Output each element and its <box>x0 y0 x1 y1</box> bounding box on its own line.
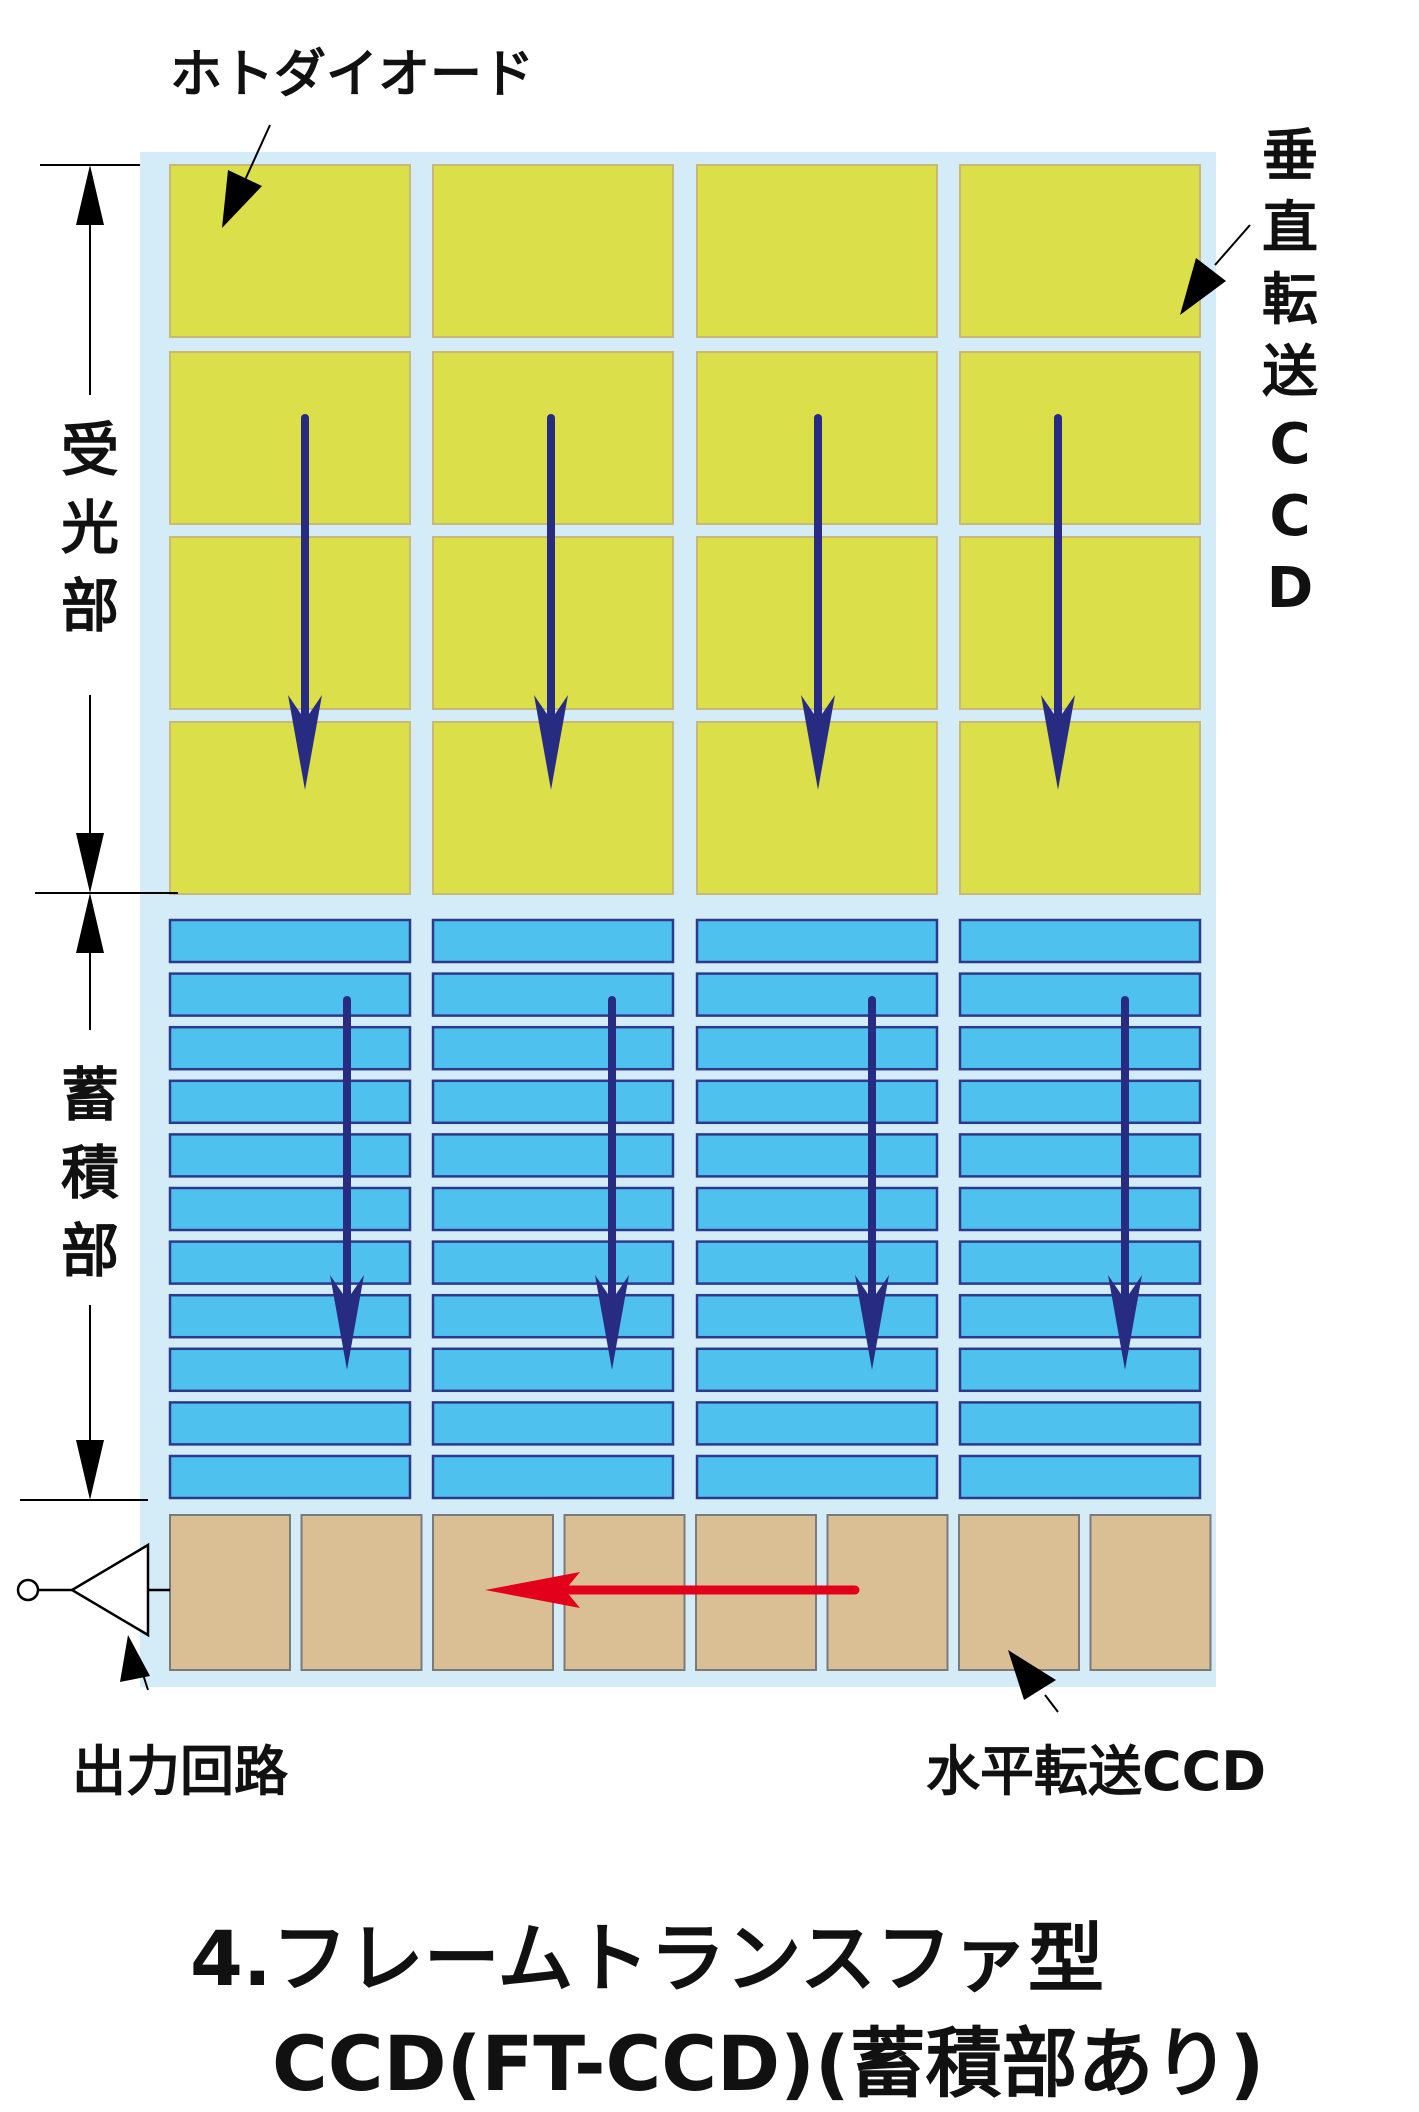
output-circuit-label: 出力回路 <box>72 1740 289 1803</box>
photodiode-cell <box>169 351 411 525</box>
photodiode-cell <box>959 721 1201 895</box>
photodiode-label: ホトダイオード <box>170 45 534 105</box>
caption-line-2: CCD(FT-CCD)(蓄積部あり) <box>272 2019 1264 2108</box>
vertical-transfer-arrows <box>288 414 1142 1370</box>
storage-cell <box>168 1347 412 1393</box>
storage-cell <box>168 1454 412 1500</box>
storage-cell <box>431 972 675 1017</box>
output-terminal-icon <box>16 1578 40 1602</box>
photodiode-cell <box>169 721 411 895</box>
photodiode-cell <box>959 536 1201 710</box>
vertical-arrow-light-receiving <box>1041 414 1075 790</box>
storage-cell <box>958 1401 1202 1446</box>
hccd-cell <box>1089 1514 1212 1671</box>
vertical-arrow-light-receiving <box>288 414 322 790</box>
photodiode-cell <box>696 164 938 338</box>
storage-cell <box>695 1293 939 1339</box>
vertical-arrow-storage <box>1108 996 1142 1370</box>
photodiode-cell <box>169 536 411 710</box>
storage-cell <box>431 1293 675 1339</box>
photodiode-cell <box>432 164 674 338</box>
storage-cell <box>431 918 675 964</box>
photodiode-cell <box>169 164 411 338</box>
light-receiving-label-text: 受光部 <box>61 416 119 640</box>
storage-cell <box>958 918 1202 964</box>
storage-cell <box>958 1240 1202 1285</box>
storage-cell <box>695 1347 939 1393</box>
storage-cell <box>695 1133 939 1178</box>
storage-cell <box>695 1240 939 1285</box>
vertical-arrow-storage <box>330 996 364 1370</box>
storage-cell <box>431 1454 675 1500</box>
storage-cell <box>958 1079 1202 1125</box>
storage-cell <box>958 972 1202 1017</box>
storage-cell <box>168 1133 412 1178</box>
vertical-arrow-storage <box>595 996 629 1370</box>
storage-cell <box>431 1079 675 1125</box>
light-receiving-label: 受光部 <box>61 416 119 640</box>
output-amplifier-icon <box>16 1542 170 1638</box>
pointer-arrows <box>120 124 1251 1713</box>
dimension-arrowheads <box>76 165 104 1500</box>
storage-cell <box>431 1240 675 1285</box>
storage-cell <box>431 1401 675 1446</box>
storage-cell <box>695 1401 939 1446</box>
horizontal-transfer-arrow <box>485 1572 860 1608</box>
storage-cell <box>695 1079 939 1125</box>
storage-cell <box>168 1186 412 1232</box>
hccd-cell <box>169 1514 291 1671</box>
storage-cell <box>168 972 412 1017</box>
storage-cell <box>958 1454 1202 1500</box>
storage-cell <box>168 1025 412 1071</box>
storage-cell <box>168 1240 412 1285</box>
storage-cell <box>695 1454 939 1500</box>
hccd-cell <box>300 1514 423 1671</box>
storage-cell <box>431 1025 675 1071</box>
caption-line-1: 4.フレームトランスファ型 <box>190 1914 1104 2003</box>
storage-cell <box>431 1347 675 1393</box>
storage-cell <box>958 1025 1202 1071</box>
storage-label: 蓄積部 <box>61 1061 119 1285</box>
storage-cell <box>168 1293 412 1339</box>
storage-cell <box>958 1293 1202 1339</box>
storage-cell <box>168 1401 412 1446</box>
storage-cell <box>431 1133 675 1178</box>
storage-cell <box>695 1186 939 1232</box>
storage-cell <box>431 1186 675 1232</box>
photodiode-cell <box>959 164 1201 338</box>
storage-cell <box>168 918 412 964</box>
storage-cell <box>958 1186 1202 1232</box>
storage-cell <box>695 1025 939 1071</box>
photodiode-cell <box>959 351 1201 525</box>
vertical-arrow-storage <box>855 996 889 1370</box>
storage-array <box>168 918 1202 1500</box>
storage-label-text: 蓄積部 <box>61 1061 119 1285</box>
photodiode-array <box>169 164 1201 895</box>
vertical-arrow-light-receiving <box>801 414 835 790</box>
horizontal-ccd-label: 水平転送CCD <box>926 1740 1266 1803</box>
storage-cell <box>695 972 939 1017</box>
storage-cell <box>168 1079 412 1125</box>
storage-cell <box>958 1347 1202 1393</box>
storage-cell <box>695 918 939 964</box>
vertical-arrow-light-receiving <box>534 414 568 790</box>
storage-cell <box>958 1133 1202 1178</box>
hccd-cell <box>958 1514 1080 1671</box>
